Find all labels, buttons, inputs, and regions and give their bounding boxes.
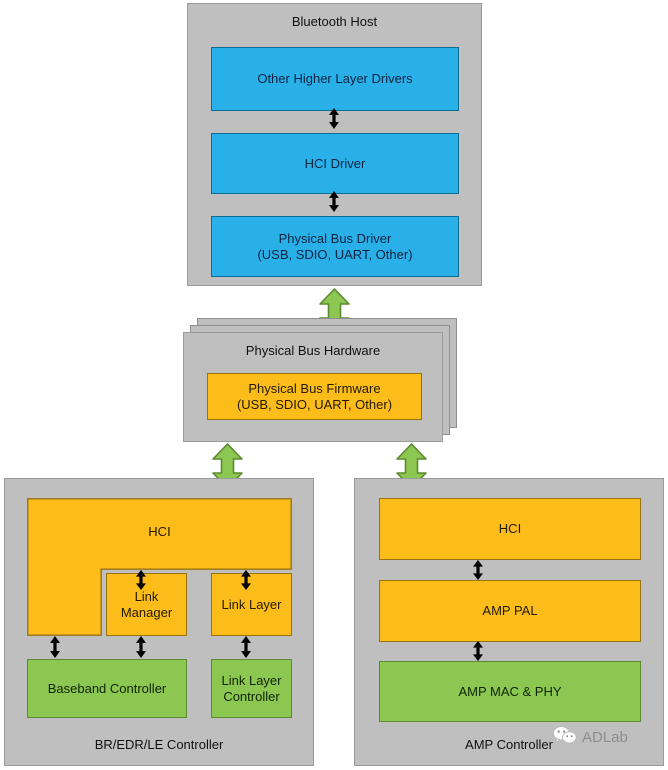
link-layer-controller-line2: Controller	[223, 688, 280, 704]
block-link-layer: Link Layer	[211, 573, 292, 636]
physical-bus-driver-line2: (USB, SDIO, UART, Other)	[257, 246, 413, 262]
arrow-hci-to-amp-pal	[471, 560, 485, 580]
physical-bus-firmware-line1: Physical Bus Firmware	[248, 380, 381, 396]
physical-bus-driver-line1: Physical Bus Driver	[278, 230, 392, 246]
hci-left-label: HCI	[148, 524, 171, 539]
arrow-amp-pal-to-amp-mac-phy	[471, 641, 485, 661]
arrow-hci-to-link-layer	[239, 570, 253, 590]
block-amp-mac-phy: AMP MAC & PHY	[379, 661, 641, 722]
br-edr-le-controller-title: BR/EDR/LE Controller	[94, 737, 224, 752]
block-hci-right-controller: HCI	[379, 498, 641, 560]
physical-bus-hardware-panel: Physical Bus Hardware Physical Bus Firmw…	[183, 332, 443, 442]
arrow-link-manager-to-baseband-controller	[134, 636, 148, 658]
link-manager-line2: Manager	[120, 604, 173, 620]
adlab-watermark-label: ADLab	[582, 728, 628, 746]
wechat-icon	[552, 726, 577, 749]
amp-controller-title: AMP Controller	[465, 737, 553, 752]
block-baseband-controller: Baseband Controller	[27, 659, 187, 718]
block-physical-bus-driver: Physical Bus Driver (USB, SDIO, UART, Ot…	[211, 216, 459, 277]
block-hci-driver: HCI Driver	[211, 133, 459, 194]
br-edr-le-controller-panel: HCI Link Manager Link Layer Baseband Con…	[4, 478, 314, 766]
arrow-hci-to-link-manager	[134, 570, 148, 590]
physical-bus-firmware-line2: (USB, SDIO, UART, Other)	[236, 396, 393, 412]
bluetooth-host-title: Bluetooth Host	[291, 14, 378, 29]
block-amp-pal: AMP PAL	[379, 580, 641, 642]
physical-bus-hardware-title: Physical Bus Hardware	[245, 343, 381, 358]
arrow-link-layer-to-link-layer-controller	[239, 636, 253, 658]
block-physical-bus-firmware: Physical Bus Firmware (USB, SDIO, UART, …	[207, 373, 422, 420]
arrow-hci-to-baseband-controller	[48, 636, 62, 658]
arrow-hci-driver-to-physical-bus-driver	[327, 191, 341, 212]
adlab-watermark: ADLab	[552, 726, 628, 749]
arrow-drivers-to-hci-driver	[327, 108, 341, 129]
block-other-higher-layer-drivers: Other Higher Layer Drivers	[211, 47, 459, 111]
block-hci-left-controller: HCI	[27, 498, 292, 636]
link-manager-line1: Link	[134, 588, 159, 604]
block-link-layer-controller: Link Layer Controller	[211, 659, 292, 718]
bluetooth-host-panel: Bluetooth Host Other Higher Layer Driver…	[187, 3, 482, 286]
block-link-manager: Link Manager	[106, 573, 187, 636]
link-layer-controller-line1: Link Layer	[221, 672, 282, 688]
amp-controller-panel: HCI AMP PAL AMP MAC & PHY AMP Controller…	[354, 478, 664, 766]
